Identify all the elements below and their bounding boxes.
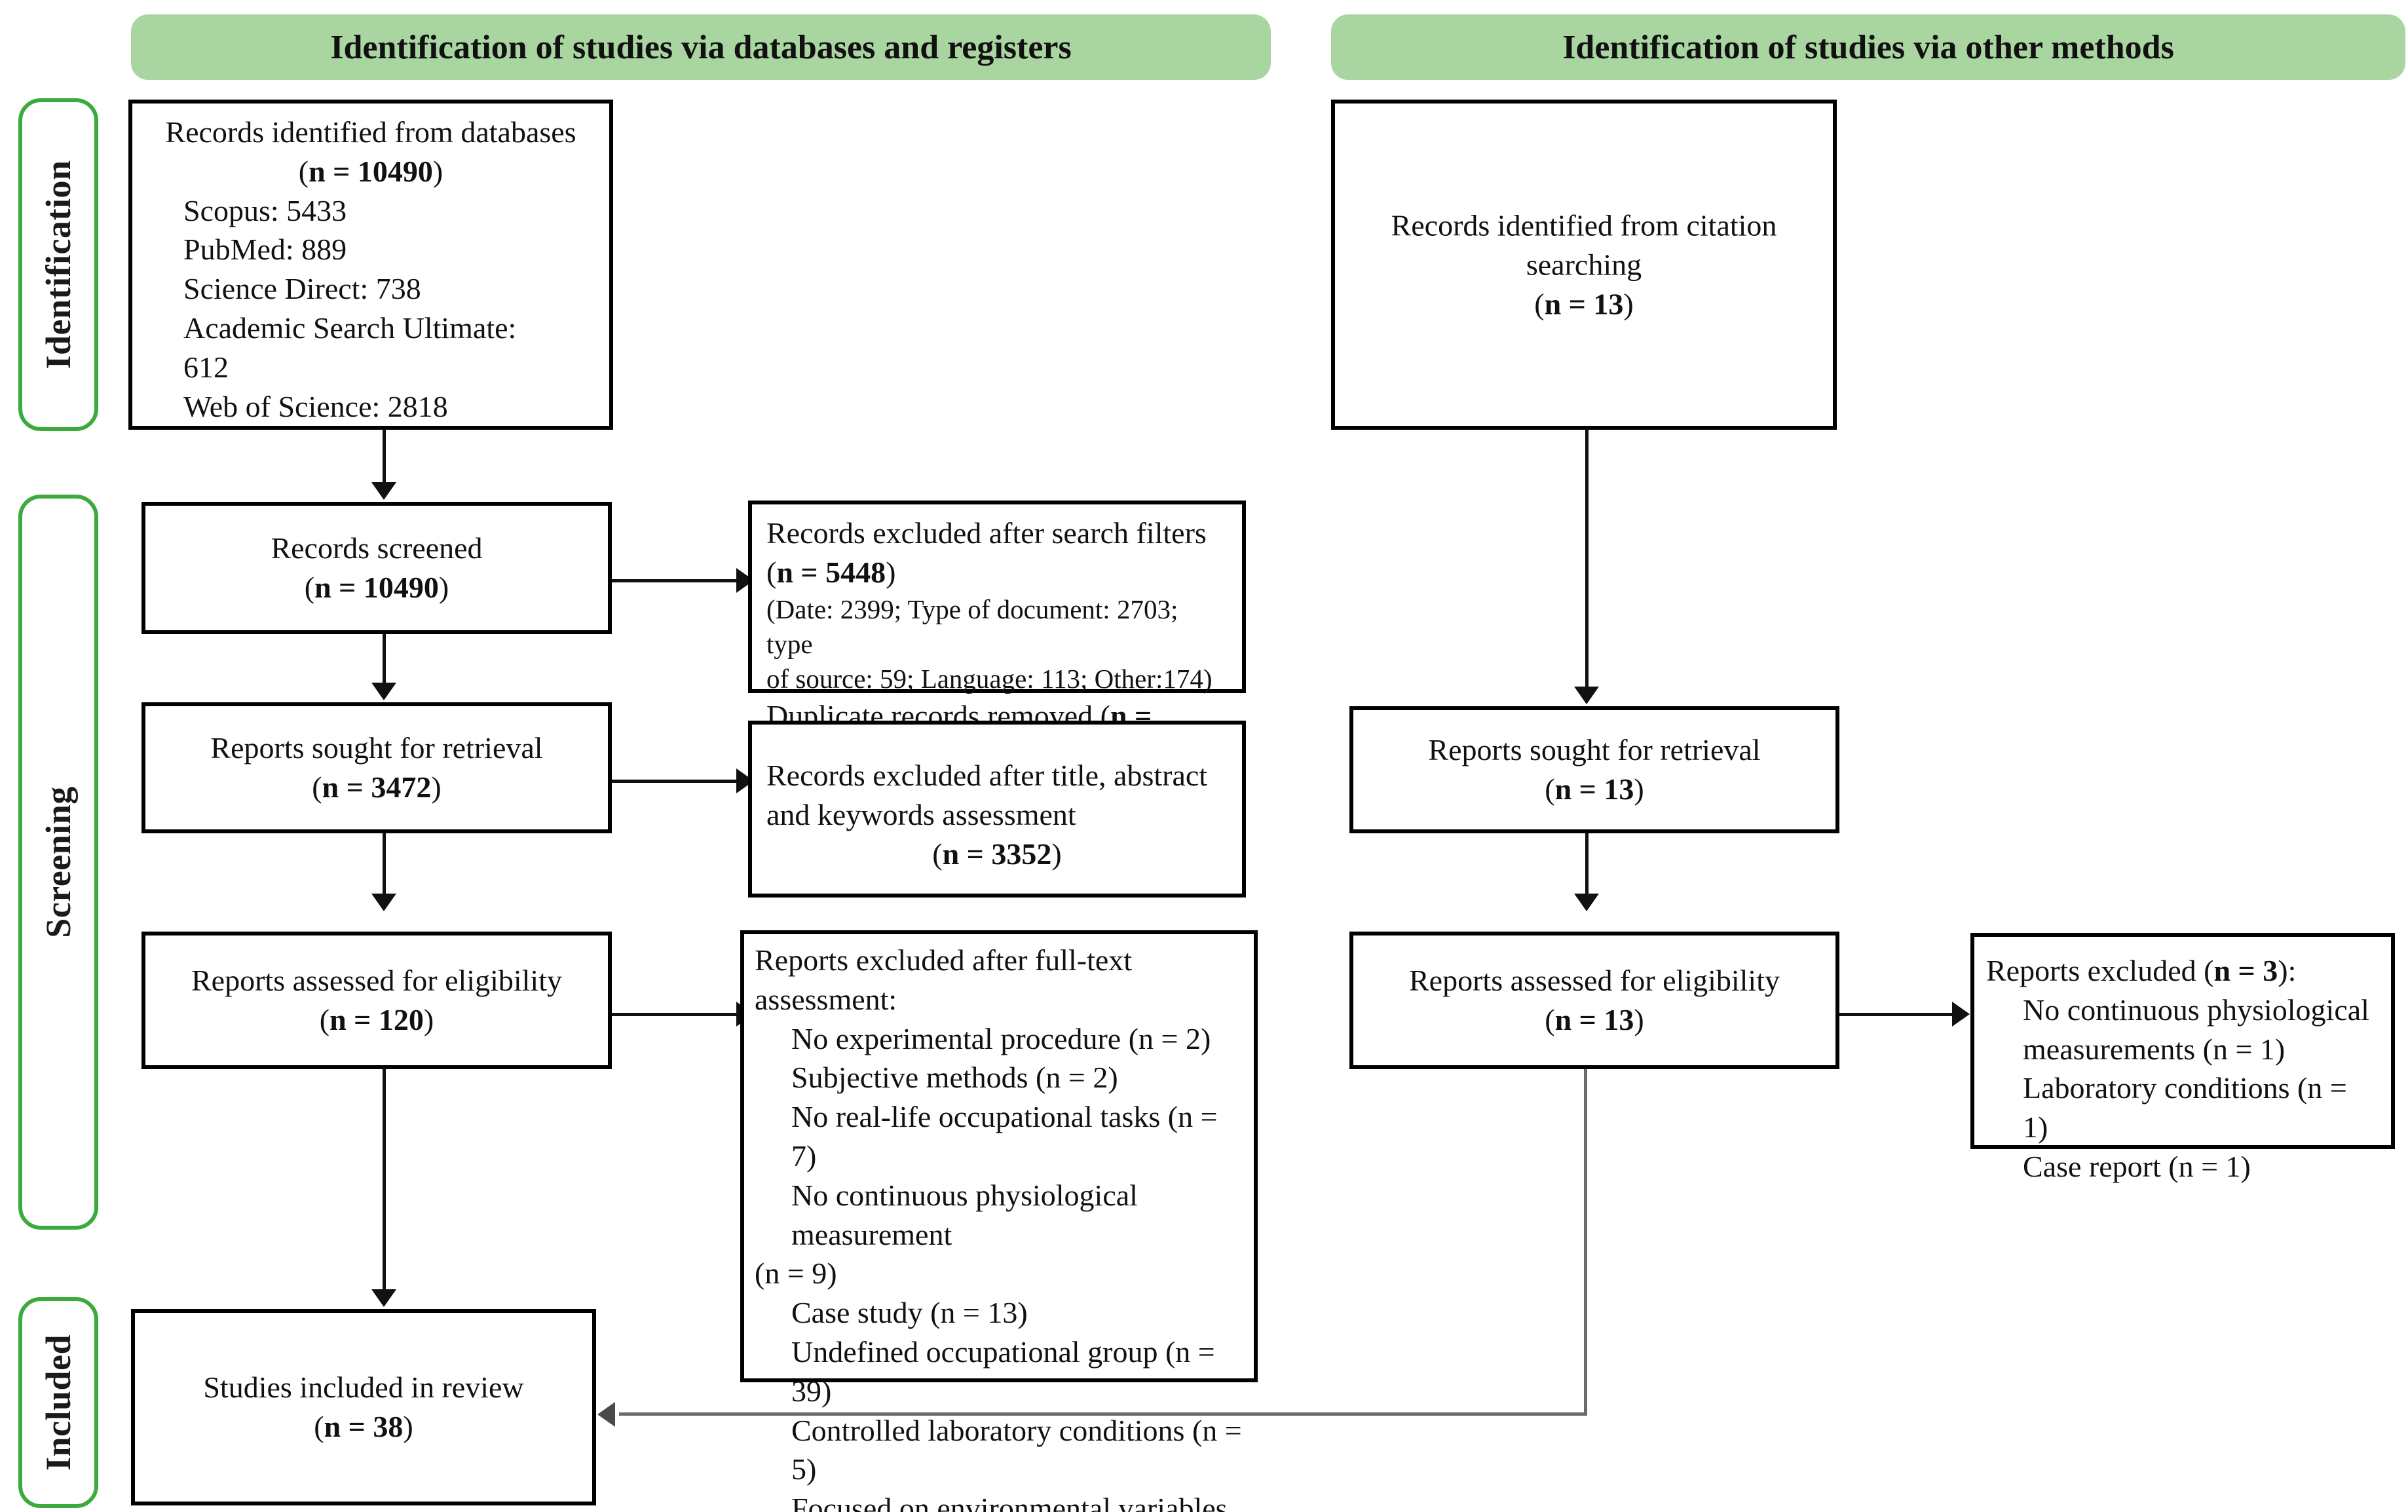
phase-label-identification: Identification [18,98,98,431]
connector-right-elbow-horizontal [619,1412,1587,1416]
connector-assessed-to-included [383,1069,386,1295]
records-citation-line2: searching [1526,248,1642,282]
reports-sought-right-title: Reports sought for retrieval [1428,733,1761,767]
connector-screened-to-sought [383,634,386,688]
box-reports-assessed-eligibility-right: Reports assessed for eligibility (n = 13… [1349,932,1839,1069]
excluded-title-line1: Records excluded after title, abstract [766,759,1208,792]
arrow-screened-to-sought [371,683,396,700]
arrow-identified-to-screened [371,482,396,500]
reports-assessed-right-title: Reports assessed for eligibility [1409,964,1780,998]
connector-citation-to-sought-right [1585,430,1589,692]
excluded-filters-line4: of source: 59; Language: 113; Other:174) [766,664,1213,694]
excluded-fulltext-heading: Reports excluded after full-text assessm… [755,943,1133,1016]
excluded-right-reason-2: Laboratory conditions (n = 1) [2023,1071,2347,1144]
excluded-filters-line3: (Date: 2399; Type of document: 2703; typ… [766,594,1178,659]
box-records-excluded-search-filters: Records excluded after search filters (n… [748,501,1246,772]
connector-sought-to-assessed [383,833,386,899]
connector-identified-to-screened [383,430,386,487]
source-academic-search-ultimate: Academic Search Ultimate: [183,311,517,345]
excluded-filters-line1: Records excluded after search filters [766,516,1207,550]
excluded-right-reason-0: No continuous physiological [2023,992,2369,1027]
banner-right-label: Identification of studies via other meth… [1562,28,2174,66]
banner-left-label: Identification of studies via databases … [330,28,1072,66]
arrow-sought-to-assessed [371,894,396,911]
box-records-identified-citation: Records identified from citation searchi… [1331,100,1837,430]
phase-identification-text: Identification [39,160,78,369]
banner-other-methods: Identification of studies via other meth… [1331,14,2405,80]
phase-included-text: Included [39,1334,78,1471]
banner-databases-registers: Identification of studies via databases … [131,14,1271,80]
fulltext-reason-7: Controlled laboratory conditions (n = 5) [791,1413,1242,1486]
connector-assessed-to-excluded-right [1839,1013,1956,1016]
source-scopus: Scopus: 5433 [183,193,347,227]
arrow-assessed-to-excluded-right [1952,1002,1970,1027]
source-pubmed: PubMed: 889 [183,233,347,267]
records-identified-title: Records identified from databases [165,115,576,149]
fulltext-reason-2: No real-life occupational tasks (n = 7) [791,1100,1218,1173]
reports-assessed-right-count: (n = 13) [1545,1003,1644,1036]
box-records-screened: Records screened (n = 10490) [141,502,612,634]
phase-label-included: Included [18,1297,98,1508]
reports-sought-left-count: (n = 3472) [312,770,442,804]
excluded-title-line2: and keywords assessment [766,797,1076,831]
excluded-filters-line2: (n = 5448) [766,555,896,589]
arrow-right-elbow-to-included [597,1402,615,1427]
studies-included-title: Studies included in review [203,1370,524,1405]
excluded-title-count: (n = 3352) [932,837,1062,871]
box-reports-sought-retrieval-right: Reports sought for retrieval (n = 13) [1349,706,1839,833]
arrow-sought-to-assessed-right [1574,894,1599,911]
source-science-direct: Science Direct: 738 [183,272,421,306]
box-studies-included-review: Studies included in review (n = 38) [131,1309,596,1505]
source-web-of-science: Web of Science: 2818 [183,389,448,423]
records-identified-count: (n = 10490) [298,154,443,188]
fulltext-reason-5: Case study (n = 13) [791,1296,1028,1330]
fulltext-reason-6: Undefined occupational group (n = 39) [791,1334,1215,1408]
connector-sought-to-assessed-right [1585,833,1589,899]
records-screened-count: (n = 10490) [304,571,449,604]
box-reports-excluded-right: Reports excluded (n = 3): No continuous … [1970,933,2395,1183]
reports-sought-right-count: (n = 13) [1545,772,1644,806]
source-academic-search-ultimate-count: 612 [183,350,229,384]
phase-screening-text: Screening [39,786,78,938]
connector-sought-to-excluded-title [612,780,740,783]
fulltext-reason-0: No experimental procedure (n = 2) [791,1021,1211,1055]
box-reports-excluded-fulltext: Reports excluded after full-text assessm… [740,930,1258,1512]
box-records-excluded-title-abstract: Records excluded after title, abstract a… [748,721,1246,898]
excluded-right-heading: Reports excluded (n = 3): [1986,954,2297,987]
phase-label-screening: Screening [18,495,98,1230]
records-citation-count: (n = 13) [1534,286,1634,320]
reports-assessed-left-title: Reports assessed for eligibility [191,964,562,998]
connector-right-elbow-vertical [1584,1069,1587,1415]
fulltext-reason-1: Subjective methods (n = 2) [791,1061,1118,1095]
fulltext-reason-4: (n = 9) [755,1257,837,1291]
records-citation-line1: Records identified from citation [1391,208,1777,242]
reports-assessed-left-count: (n = 120) [319,1003,434,1036]
box-reports-assessed-eligibility-left: Reports assessed for eligibility (n = 12… [141,932,612,1069]
arrow-citation-to-sought-right [1574,687,1599,704]
box-reports-sought-retrieval-left: Reports sought for retrieval (n = 3472) [141,702,612,833]
arrow-assessed-to-included [371,1289,396,1307]
excluded-right-reason-3: Case report (n = 1) [2023,1149,2251,1183]
records-screened-title: Records screened [271,531,483,565]
fulltext-reason-3: No continuous physiological measurement [791,1178,1138,1251]
reports-sought-left-title: Reports sought for retrieval [210,731,543,765]
connector-screened-to-excluded-filters [612,579,740,582]
fulltext-reason-8: Focused on environmental variables (n = … [791,1492,1228,1512]
excluded-right-reason-1: measurements (n = 1) [2023,1032,2286,1066]
connector-assessed-to-excluded-fulltext [612,1013,740,1016]
box-records-identified-databases: Records identified from databases (n = 1… [128,100,613,430]
studies-included-count: (n = 38) [314,1410,413,1443]
